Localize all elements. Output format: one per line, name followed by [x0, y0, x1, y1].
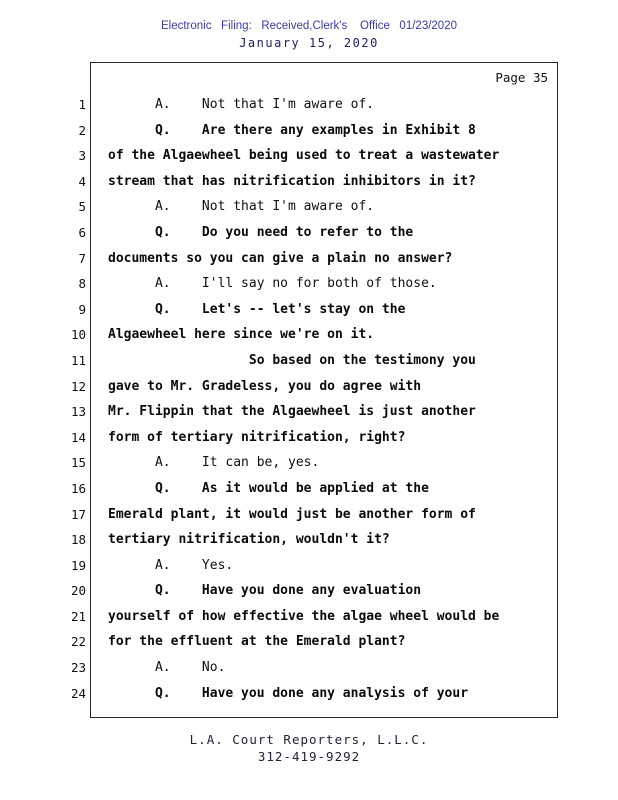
transcript-row: 24 Q. Have you done any analysis of your: [0, 681, 618, 707]
line-number: 10: [70, 327, 86, 343]
transcript-border: [90, 62, 558, 718]
transcript-line-text: yourself of how effective the algae whee…: [108, 608, 500, 624]
line-number: 3: [78, 148, 86, 164]
line-number: 8: [78, 276, 86, 292]
transcript-row: 13 Mr. Flippin that the Algaewheel is jus…: [0, 399, 618, 425]
transcript-line-text: stream that has nitrification inhibitors…: [108, 173, 476, 189]
transcript-line-text: form of tertiary nitrification, right?: [108, 429, 406, 445]
transcript-line-text: A. Not that I'm aware of.: [108, 199, 375, 215]
transcript-row: 1 A. Not that I'm aware of.: [0, 92, 618, 118]
line-number: 21: [70, 608, 86, 624]
line-number: 2: [78, 122, 86, 138]
line-number: 9: [78, 301, 86, 317]
reporter-footer: L.A. Court Reporters, L.L.C. 312-419-929…: [0, 732, 618, 764]
line-number: 16: [70, 480, 86, 496]
transcript-lines: 1 A. Not that I'm aware of.2 Q. Are ther…: [0, 92, 618, 706]
transcript-line-text: Algaewheel here since we're on it.: [108, 327, 375, 343]
line-number: 15: [70, 455, 86, 471]
reporter-name: L.A. Court Reporters, L.L.C.: [189, 732, 429, 747]
reporter-phone: 312-419-9292: [257, 749, 361, 764]
transcript-line-text: A. I'll say no for both of those.: [108, 276, 437, 292]
transcript-line-text: Q. As it would be applied at the: [108, 480, 429, 496]
transcript-row: 12 gave to Mr. Gradeless, you do agree wi…: [0, 374, 618, 400]
line-number: 11: [70, 352, 86, 368]
line-number: 17: [70, 506, 86, 522]
transcript-line-text: tertiary nitrification, wouldn't it?: [108, 532, 390, 548]
transcript-row: 9 Q. Let's -- let's stay on the: [0, 297, 618, 323]
line-number: 5: [78, 199, 86, 215]
transcript-row: 5 A. Not that I'm aware of.: [0, 194, 618, 220]
transcript-row: 2 Q. Are there any examples in Exhibit 8: [0, 118, 618, 144]
transcript-line-text: Q. Have you done any evaluation: [108, 583, 422, 599]
line-number: 19: [70, 557, 86, 573]
transcript-row: 22 for the effluent at the Emerald plant?: [0, 629, 618, 655]
transcript-line-text: Q. Let's -- let's stay on the: [108, 301, 406, 317]
transcript-line-text: So based on the testimony you: [108, 352, 476, 368]
transcript-line-text: Q. Do you need to refer to the: [108, 224, 414, 240]
transcript-row: 11 So based on the testimony you: [0, 348, 618, 374]
transcript-line-text: A. Yes.: [108, 557, 234, 573]
transcript-line-text: Q. Have you done any analysis of your: [108, 685, 469, 701]
transcript-row: 15 A. It can be, yes.: [0, 450, 618, 476]
transcript-row: 21 yourself of how effective the algae wh…: [0, 604, 618, 630]
transcript-row: 10 Algaewheel here since we're on it.: [0, 322, 618, 348]
transcript-line-text: gave to Mr. Gradeless, you do agree with: [108, 378, 422, 394]
line-number: 4: [78, 173, 86, 189]
transcript-row: 19 A. Yes.: [0, 553, 618, 579]
transcript-row: 8 A. I'll say no for both of those.: [0, 271, 618, 297]
line-number: 20: [70, 583, 86, 599]
line-number: 6: [78, 224, 86, 240]
transcript-row: 23 A. No.: [0, 655, 618, 681]
transcript-row: 3 of the Algaewheel being used to treat a…: [0, 143, 618, 169]
line-number: 7: [78, 250, 86, 266]
transcript-row: 18 tertiary nitrification, wouldn't it?: [0, 527, 618, 553]
line-number: 23: [70, 660, 86, 676]
transcript-line-text: Q. Are there any examples in Exhibit 8: [108, 122, 476, 138]
line-number: 12: [70, 378, 86, 394]
transcript-line-text: documents so you can give a plain no ans…: [108, 250, 453, 266]
transcript-row: 16 Q. As it would be applied at the: [0, 476, 618, 502]
line-number: 22: [70, 634, 86, 650]
line-number: 24: [70, 685, 86, 701]
transcript-line-text: Emerald plant, it would just be another …: [108, 506, 476, 522]
efiling-stamp: Electronic Filing: Received,Clerk's Offi…: [160, 20, 457, 32]
transcript-line-text: A. No.: [108, 660, 226, 676]
page-number-label: Page 35: [495, 70, 548, 85]
transcript-row: 7 documents so you can give a plain no an…: [0, 246, 618, 272]
line-number: 18: [70, 532, 86, 548]
hearing-date: January 15, 2020: [239, 36, 379, 50]
line-number: 13: [70, 404, 86, 420]
transcript-row: 20 Q. Have you done any evaluation: [0, 578, 618, 604]
transcript-row: 17 Emerald plant, it would just be anothe…: [0, 502, 618, 528]
transcript-line-text: Mr. Flippin that the Algaewheel is just …: [108, 404, 476, 420]
transcript-row: 4 stream that has nitrification inhibitor…: [0, 169, 618, 195]
transcript-row: 14 form of tertiary nitrification, right?: [0, 425, 618, 451]
transcript-line-text: A. It can be, yes.: [108, 455, 320, 471]
transcript-line-text: of the Algaewheel being used to treat a …: [108, 148, 500, 164]
line-number: 1: [78, 97, 86, 112]
transcript-row: 6 Q. Do you need to refer to the: [0, 220, 618, 246]
transcript-line-text: for the effluent at the Emerald plant?: [108, 634, 406, 650]
line-number: 14: [70, 429, 86, 445]
transcript-line-text: A. Not that I'm aware of.: [108, 97, 375, 112]
